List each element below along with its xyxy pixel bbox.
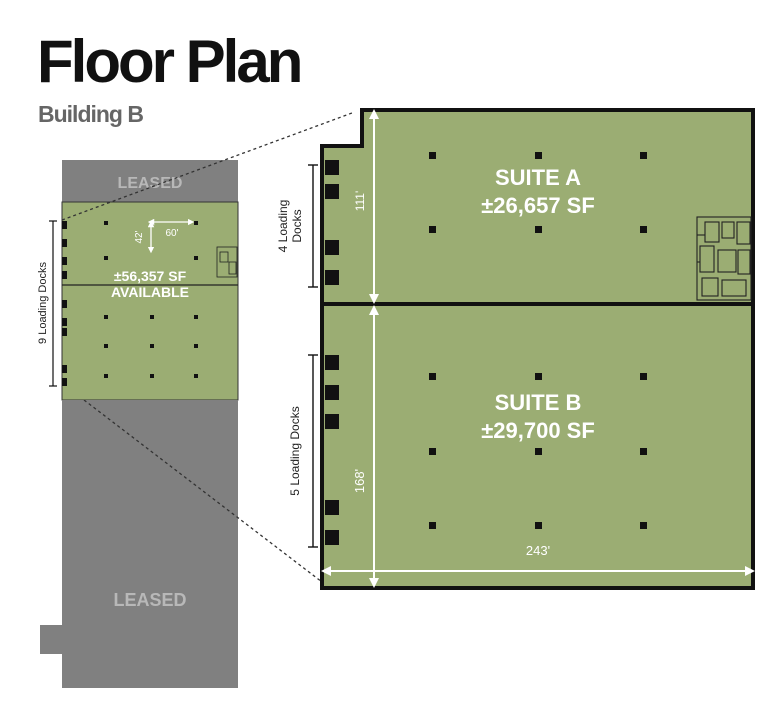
suite-a-office-detail (696, 216, 752, 301)
overview-docks-bracket (49, 220, 57, 387)
suite-b-docks-bracket (308, 354, 318, 548)
available-area[interactable] (61, 201, 239, 401)
building-subtitle: Building B (38, 101, 144, 127)
bay-width-label: 60' (165, 228, 178, 239)
leased-top-label: LEASED (118, 175, 183, 192)
suite-b-name: SUITE B (495, 390, 582, 415)
overview-office-detail (216, 246, 238, 278)
suite-a-depth-label: 111' (353, 191, 367, 212)
leased-area-bottom[interactable] (40, 400, 238, 688)
page-title: Floor Plan (37, 28, 303, 95)
overview-docks-label: 9 Loading Docks (37, 262, 49, 344)
suite-a-docks-bracket (308, 164, 318, 288)
suite-a-docks-label-line2: Docks (290, 209, 304, 242)
leased-bottom-label: LEASED (113, 590, 186, 610)
suite-a-name: SUITE A (495, 165, 581, 190)
suite-b-width-label: 243' (526, 543, 550, 558)
bay-depth-label: 42' (134, 230, 145, 243)
available-area-label: ±56,357 SF (114, 268, 187, 284)
zoom-connector-lines (61, 112, 353, 583)
suite-a-loading-docks (325, 160, 339, 285)
leased-area-top[interactable] (62, 160, 238, 202)
overview-loading-docks (62, 221, 67, 386)
suite-b-depth-label: 168' (352, 469, 367, 493)
suite-b-loading-docks (325, 355, 339, 545)
suite-detail-plan: 111' 168' 243' SUITE A ±26,657 SF SUITE … (320, 108, 755, 590)
suite-a-docks-label-line1: 4 Loading (276, 200, 290, 253)
available-status-label: AVAILABLE (111, 284, 189, 300)
suite-b-area-label: ±29,700 SF (481, 418, 595, 443)
suite-b-docks-label: 5 Loading Docks (288, 406, 302, 495)
suite-a-area-label: ±26,657 SF (481, 193, 595, 218)
building-overview: LEASED (37, 160, 239, 688)
detail-columns (429, 152, 647, 529)
